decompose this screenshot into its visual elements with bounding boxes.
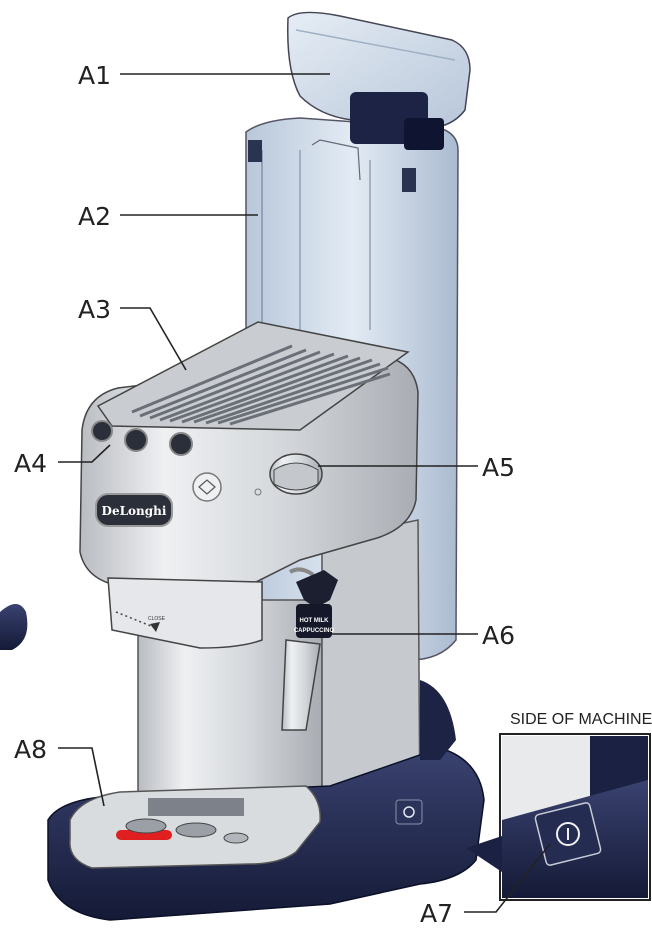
callout-a5: A5 — [482, 453, 515, 482]
wand-label-cappuccino: CAPPUCCINO — [294, 628, 335, 634]
leader-lines — [58, 73, 551, 913]
drip-tray — [69, 785, 321, 869]
callout-a1: A1 — [78, 61, 111, 90]
tank-lid — [287, 11, 471, 150]
portafilter-handle — [0, 604, 28, 650]
certification-seal — [192, 472, 222, 502]
filter-holder-scale — [115, 611, 160, 632]
callout-a4: A4 — [14, 449, 47, 478]
machine-head — [79, 321, 419, 649]
callout-text-group: A1 A2 A3 A4 A5 A6 A7 A8 — [14, 61, 515, 928]
control-buttons — [91, 420, 193, 456]
callout-a3: A3 — [78, 295, 111, 324]
steam-wand — [281, 567, 338, 731]
callout-a6: A6 — [482, 621, 515, 650]
cup-warmer-grill — [131, 344, 391, 426]
wand-label-hot-milk: HOT MILK — [300, 618, 330, 624]
brand-name: DeLonghi — [102, 504, 167, 518]
callout-a7: A7 — [420, 899, 453, 928]
callout-a8: A8 — [14, 735, 47, 764]
steam-knob — [254, 453, 323, 496]
callout-a2: A2 — [78, 202, 111, 231]
brand-logo — [95, 493, 173, 527]
inset-title: SIDE OF MACHINE — [510, 711, 652, 728]
inset-side-view — [466, 733, 651, 901]
dial-close-label: CLOSE — [148, 616, 166, 622]
